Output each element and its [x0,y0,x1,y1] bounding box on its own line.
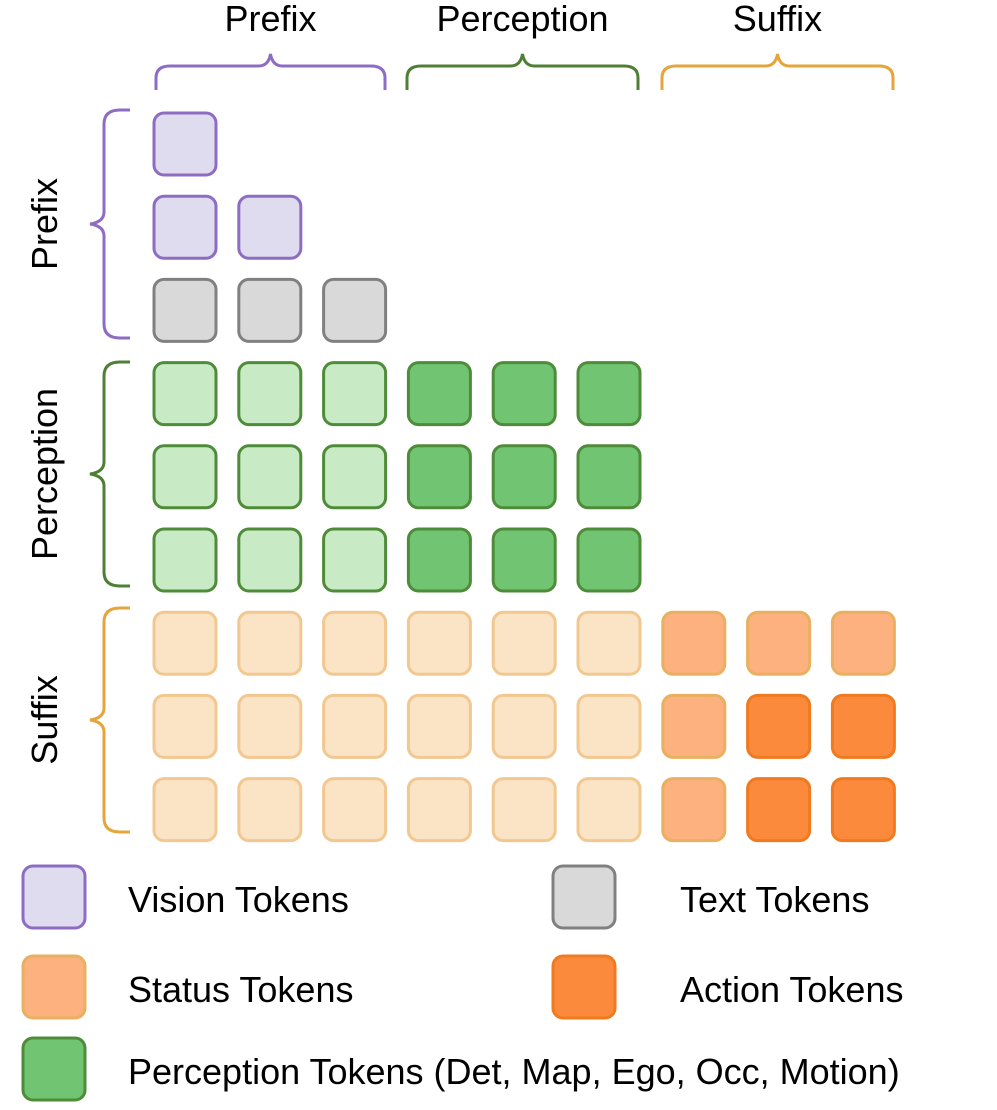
mask-cell-perception-r4-c5 [491,361,557,427]
row-group-label-perception: Perception [24,388,65,560]
mask-cell-perception-r6-c6 [576,527,642,593]
mask-cell-suffix-masked-r8-c5 [491,693,557,759]
legend-swatch-text-tokens [551,864,617,930]
mask-cell-vision-r2-c2 [237,194,303,260]
mask-cell-suffix-masked-r7-c6 [576,610,642,676]
mask-cell-suffix-masked-r8-c6 [576,693,642,759]
mask-cell-action-r8-c8 [746,693,812,759]
legend-label-action-tokens: Action Tokens [680,969,903,1010]
legend-label-text-tokens: Text Tokens [680,879,869,920]
legend-label-status-tokens: Status Tokens [128,969,353,1010]
mask-cell-suffix-masked-r7-c1 [152,610,218,676]
row-brace-prefix [89,108,130,340]
mask-cell-status-r7-c8 [746,610,812,676]
column-group-label-perception: Perception [436,0,608,39]
mask-cell-perception-r6-c4 [406,527,472,593]
legend-swatch-action-tokens [551,954,617,1020]
mask-cell-vision-r2-c1 [152,194,218,260]
column-brace-prefix [154,53,387,90]
mask-cell-suffix-masked-r7-c4 [406,610,472,676]
legend-swatch-vision-tokens [21,864,87,930]
mask-cell-perception-r5-c4 [406,444,472,510]
mask-cell-suffix-masked-r7-c3 [322,610,388,676]
mask-cell-text-r3-c2 [237,277,303,343]
mask-cell-perception-light-r4-c1 [152,361,218,427]
mask-cell-perception-light-r6-c3 [322,527,388,593]
mask-cell-suffix-masked-r8-c2 [237,693,303,759]
mask-cell-suffix-masked-r8-c3 [322,693,388,759]
mask-cell-status-r8-c7 [661,693,727,759]
row-brace-perception [89,360,130,588]
mask-cell-perception-r6-c5 [491,527,557,593]
mask-cell-perception-r4-c4 [406,361,472,427]
mask-cell-action-r8-c9 [830,693,896,759]
mask-cell-suffix-masked-r9-c4 [406,777,472,843]
mask-cell-text-r3-c1 [152,277,218,343]
mask-cell-perception-r5-c5 [491,444,557,510]
column-group-braces: Prefix Perception Suffix [154,0,895,90]
token-mask-grid [152,111,896,843]
mask-cell-suffix-masked-r8-c1 [152,693,218,759]
mask-cell-suffix-masked-r9-c3 [322,777,388,843]
row-group-label-suffix: Suffix [24,675,65,764]
mask-cell-status-r9-c7 [661,777,727,843]
column-group-label-prefix: Prefix [224,0,316,39]
mask-cell-perception-light-r6-c2 [237,527,303,593]
mask-cell-status-r7-c7 [661,610,727,676]
mask-cell-perception-light-r4-c2 [237,361,303,427]
mask-cell-perception-r5-c6 [576,444,642,510]
legend-label-perception-tokens: Perception Tokens (Det, Map, Ego, Occ, M… [128,1051,900,1092]
row-group-label-prefix: Prefix [24,178,65,270]
row-brace-suffix [89,606,130,834]
mask-cell-suffix-masked-r7-c5 [491,610,557,676]
mask-cell-action-r9-c8 [746,777,812,843]
mask-cell-text-r3-c3 [322,277,388,343]
mask-cell-vision-r1-c1 [152,111,218,177]
column-brace-perception [405,53,640,90]
legend-label-vision-tokens: Vision Tokens [128,879,349,920]
mask-cell-action-r9-c9 [830,777,896,843]
mask-cell-suffix-masked-r8-c4 [406,693,472,759]
mask-cell-suffix-masked-r7-c2 [237,610,303,676]
mask-cell-status-r7-c9 [830,610,896,676]
column-group-label-suffix: Suffix [733,0,822,39]
mask-cell-perception-light-r5-c1 [152,444,218,510]
mask-cell-suffix-masked-r9-c2 [237,777,303,843]
column-brace-suffix [660,53,895,90]
mask-cell-suffix-masked-r9-c6 [576,777,642,843]
mask-cell-perception-light-r4-c3 [322,361,388,427]
mask-cell-perception-r4-c6 [576,361,642,427]
legend-swatch-status-tokens [21,954,87,1020]
mask-cell-suffix-masked-r9-c5 [491,777,557,843]
mask-cell-perception-light-r6-c1 [152,527,218,593]
mask-cell-suffix-masked-r9-c1 [152,777,218,843]
legend-swatch-perception-tokens [21,1036,87,1102]
mask-cell-perception-light-r5-c3 [322,444,388,510]
mask-cell-perception-light-r5-c2 [237,444,303,510]
